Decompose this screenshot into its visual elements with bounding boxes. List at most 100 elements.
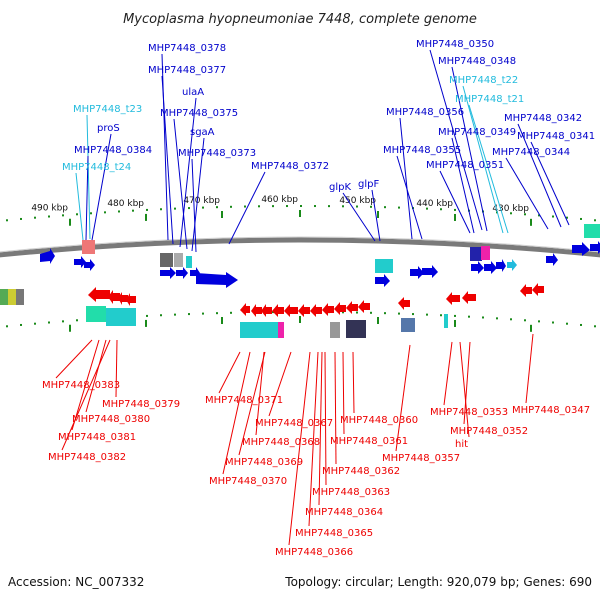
reverse-gene-arrow[interactable] — [520, 284, 532, 297]
reverse-gene-arrow[interactable] — [310, 304, 322, 317]
feature-label[interactable]: MHP7448_0363 — [312, 487, 390, 498]
reverse-gene-arrow[interactable] — [398, 297, 410, 310]
feature-block[interactable] — [444, 314, 448, 328]
feature-block[interactable] — [160, 253, 173, 267]
feature-label[interactable]: MHP7448_0379 — [102, 399, 180, 410]
feature-label[interactable]: MHP7448_0371 — [205, 395, 283, 406]
feature-label[interactable]: MHP7448_0344 — [492, 147, 570, 158]
feature-label[interactable]: MHP7448_0377 — [148, 65, 226, 76]
reverse-gene-arrow[interactable] — [284, 304, 298, 317]
reverse-gene-arrow[interactable] — [251, 304, 262, 317]
reverse-gene-arrow[interactable] — [322, 303, 334, 316]
reverse-gene-arrow[interactable] — [240, 303, 250, 316]
feature-label[interactable]: glpK — [329, 182, 351, 193]
feature-block[interactable] — [0, 289, 8, 305]
feature-label[interactable]: MHP7448_0380 — [72, 414, 150, 425]
feature-label[interactable]: MHP7448_0375 — [160, 108, 238, 119]
feature-label[interactable]: glpF — [358, 179, 379, 190]
feature-label[interactable]: MHP7448_0350 — [416, 39, 494, 50]
feature-label[interactable]: MHP7448_t22 — [449, 75, 518, 86]
feature-label[interactable]: MHP7448_0370 — [209, 476, 287, 487]
feature-label[interactable]: MHP7448_0372 — [251, 161, 329, 172]
forward-gene-arrow[interactable] — [84, 259, 95, 271]
feature-block[interactable] — [8, 289, 16, 305]
feature-block[interactable] — [240, 322, 280, 338]
forward-gene-arrow[interactable] — [375, 274, 390, 287]
forward-gene-arrow[interactable] — [196, 272, 238, 288]
feature-label[interactable]: MHP7448_0353 — [430, 407, 508, 418]
feature-label[interactable]: MHP7448_t21 — [455, 94, 524, 105]
forward-gene-arrow[interactable] — [40, 248, 55, 264]
reverse-gene-arrow[interactable] — [118, 292, 128, 305]
reverse-gene-arrow[interactable] — [446, 292, 460, 305]
reverse-gene-arrow[interactable] — [462, 291, 476, 304]
feature-label[interactable]: proS — [97, 123, 120, 134]
feature-block[interactable] — [174, 253, 183, 267]
feature-label[interactable]: MHP7448_0361 — [330, 436, 408, 447]
feature-block[interactable] — [346, 320, 366, 338]
feature-block[interactable] — [86, 306, 106, 322]
reverse-gene-arrow[interactable] — [108, 290, 120, 304]
feature-block[interactable] — [106, 308, 136, 326]
feature-label[interactable]: MHP7448_0348 — [438, 56, 516, 67]
feature-label[interactable]: MHP7448_0373 — [178, 148, 256, 159]
feature-label[interactable]: MHP7448_0364 — [305, 507, 383, 518]
feature-block[interactable] — [278, 322, 284, 338]
feature-block[interactable] — [584, 224, 600, 238]
reverse-gene-arrow[interactable] — [126, 293, 136, 306]
feature-label[interactable]: ulaA — [182, 87, 204, 98]
forward-gene-arrow[interactable] — [176, 267, 188, 279]
feature-label[interactable]: sgaA — [190, 127, 215, 138]
feature-block[interactable] — [375, 259, 393, 273]
feature-label[interactable]: MHP7448_0378 — [148, 43, 226, 54]
forward-gene-arrow[interactable] — [546, 253, 558, 266]
feature-label[interactable]: MHP7448_0357 — [382, 453, 460, 464]
feature-label[interactable]: MHP7448_0383 — [42, 380, 120, 391]
feature-label[interactable]: MHP7448_0342 — [504, 113, 582, 124]
feature-label[interactable]: MHP7448_0381 — [58, 432, 136, 443]
feature-label[interactable]: MHP7448_0365 — [295, 528, 373, 539]
feature-label[interactable]: MHP7448_0367 — [255, 418, 333, 429]
feature-label[interactable]: MHP7448_0362 — [322, 466, 400, 477]
reverse-gene-arrow[interactable] — [358, 300, 370, 313]
feature-label[interactable]: MHP7448_0356 — [386, 107, 464, 118]
feature-label[interactable]: MHP7448_0360 — [340, 415, 418, 426]
feature-label[interactable]: MHP7448_0369 — [225, 457, 303, 468]
feature-label[interactable]: MHP7448_0368 — [242, 437, 320, 448]
reverse-gene-arrow[interactable] — [272, 304, 284, 317]
forward-gene-arrow[interactable] — [422, 265, 438, 278]
forward-gene-arrow[interactable] — [160, 267, 176, 279]
forward-gene-arrow[interactable] — [572, 242, 590, 256]
reverse-gene-arrow[interactable] — [334, 302, 346, 315]
feature-label[interactable]: MHP7448_0352 — [450, 426, 528, 437]
feature-label[interactable]: MHP7448_0347 — [512, 405, 590, 416]
reverse-gene-arrow[interactable] — [532, 283, 544, 296]
reverse-gene-arrow[interactable] — [298, 304, 310, 317]
feature-label[interactable]: MHP7448_t24 — [62, 162, 131, 173]
feature-label[interactable]: MHP7448_0355 — [383, 145, 461, 156]
reverse-gene-arrow[interactable] — [88, 287, 110, 302]
feature-block[interactable] — [186, 256, 192, 268]
feature-block[interactable] — [470, 247, 482, 261]
feature-label[interactable]: hit — [455, 439, 468, 450]
feature-label[interactable]: MHP7448_0366 — [275, 547, 353, 558]
feature-label[interactable]: MHP7448_0384 — [74, 145, 152, 156]
feature-label[interactable]: MHP7448_0341 — [517, 131, 595, 142]
reverse-gene-arrow[interactable] — [261, 304, 272, 317]
forward-gene-arrow[interactable] — [410, 266, 424, 279]
feature-block[interactable] — [401, 318, 415, 332]
feature-block[interactable] — [82, 240, 95, 254]
forward-gene-arrow[interactable] — [590, 241, 600, 254]
forward-gene-arrow[interactable] — [496, 259, 506, 272]
forward-gene-arrow[interactable] — [484, 261, 497, 274]
trna-arrow[interactable] — [507, 259, 517, 271]
feature-block[interactable] — [481, 246, 490, 260]
feature-label[interactable]: MHP7448_0349 — [438, 127, 516, 138]
forward-gene-arrow[interactable] — [471, 261, 484, 274]
reverse-gene-arrow[interactable] — [346, 301, 358, 314]
feature-block[interactable] — [330, 322, 340, 338]
feature-label[interactable]: MHP7448_0382 — [48, 452, 126, 463]
feature-label[interactable]: MHP7448_t23 — [73, 104, 142, 115]
feature-block[interactable] — [16, 289, 24, 305]
forward-gene-arrow[interactable] — [74, 256, 86, 268]
